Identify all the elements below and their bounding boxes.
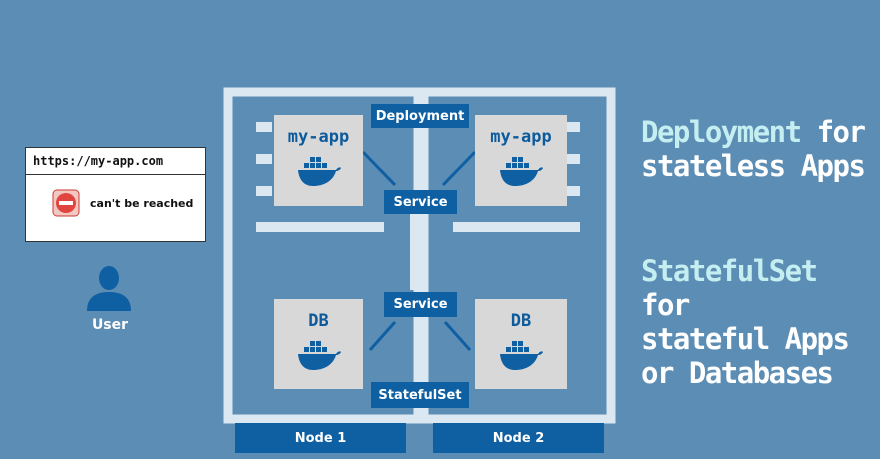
docker-whale-icon	[500, 341, 543, 370]
docker-whale-icon	[500, 157, 543, 186]
no-entry-icon	[52, 189, 80, 217]
rail	[256, 222, 384, 232]
connector-line	[368, 321, 397, 351]
caption-highlight: StatefulSet	[641, 254, 818, 288]
caption-line: Deployment for	[641, 115, 866, 149]
browser-window: https://my-app.com can't be reached	[25, 147, 206, 242]
rail	[567, 154, 580, 164]
browser-url-bar: https://my-app.com	[26, 148, 205, 175]
pod-title: DB	[308, 311, 329, 331]
rail	[256, 186, 272, 196]
user-label: User	[91, 317, 129, 333]
connector-line	[441, 150, 477, 187]
pod-my-app-node-1: my-app	[274, 115, 363, 206]
pod-title: my-app	[287, 127, 350, 147]
node-1-label: Node 1	[235, 423, 406, 453]
pod-title: my-app	[490, 127, 552, 147]
caption-text: for	[641, 288, 690, 322]
service-connector	[410, 210, 421, 290]
pod-db-node-1: DB	[274, 299, 363, 389]
caption-line: StatefulSet for	[641, 254, 880, 322]
rail	[256, 154, 272, 164]
user-icon	[87, 266, 131, 311]
node-2-frame	[419, 87, 616, 424]
deployment-label: Deployment	[371, 104, 469, 128]
rail	[567, 122, 580, 132]
caption-line: stateless Apps	[641, 149, 866, 183]
caption-line: stateful Apps	[641, 322, 850, 356]
error-text: can't be reached	[90, 196, 194, 210]
node-2-label: Node 2	[433, 423, 604, 453]
caption-text: for	[800, 115, 866, 149]
deployment-caption: Deployment for stateless Apps	[641, 115, 866, 183]
service-top-label: Service	[384, 190, 457, 214]
connector-line	[361, 150, 397, 187]
docker-whale-icon	[297, 341, 341, 370]
pod-db-node-2: DB	[475, 299, 567, 389]
docker-whale-icon	[297, 157, 341, 186]
connector-line	[443, 321, 472, 351]
caption-highlight: Deployment	[641, 115, 802, 149]
statefulset-label: StatefulSet	[371, 382, 469, 408]
rail	[453, 222, 580, 232]
pod-my-app-node-2: my-app	[475, 115, 567, 206]
browser-error: can't be reached	[26, 175, 205, 217]
rail	[256, 122, 272, 132]
service-bottom-label: Service	[384, 292, 457, 317]
rail	[567, 186, 580, 196]
pod-title: DB	[510, 311, 532, 331]
statefulset-caption: StatefulSet for stateful Apps or Databas…	[641, 254, 880, 390]
caption-line: or Databases	[641, 356, 834, 390]
